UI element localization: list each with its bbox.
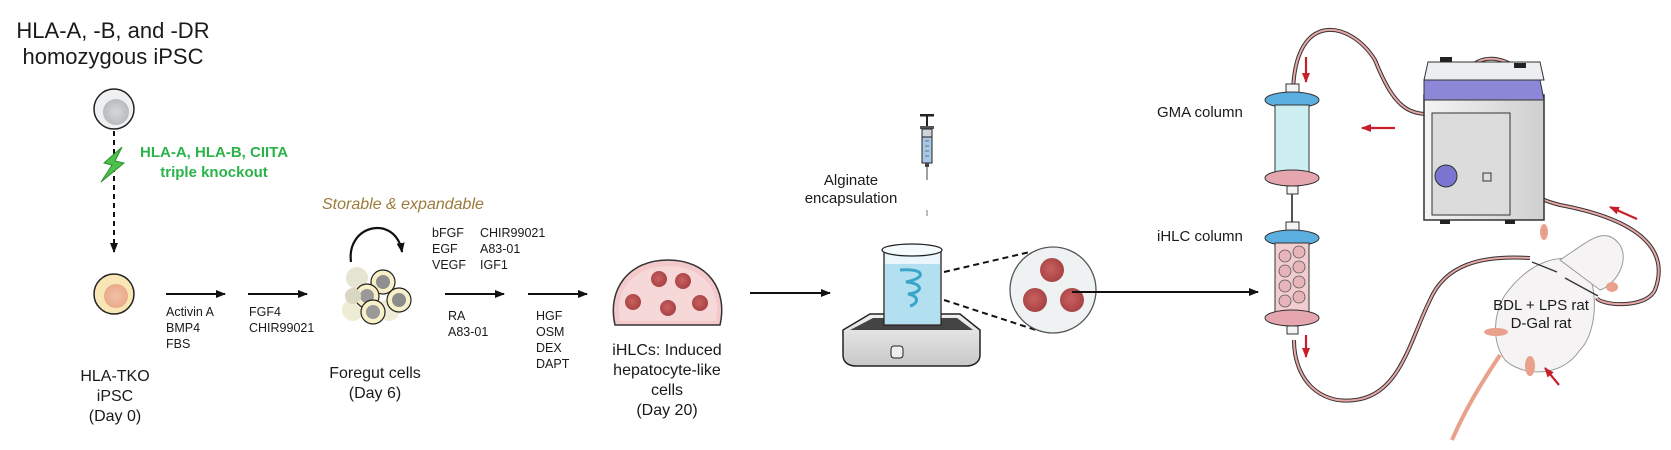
stage-tko-ipsc-label: HLA-TKO iPSC (Day 0) xyxy=(80,367,149,427)
factor: CHIR99021 xyxy=(249,321,315,335)
factor: CHIR99021 xyxy=(480,226,546,240)
expansion-factors-col-2: CHIR99021 A83-01 IGF1 xyxy=(480,225,545,273)
gma-column-label: GMA column xyxy=(1157,104,1243,121)
knockout-label: HLA-A, HLA-B, CIITA triple knockout xyxy=(140,143,288,183)
stage-foregut-line-2: (Day 6) xyxy=(348,385,402,402)
stage-tko-line-2: iPSC xyxy=(96,388,134,405)
zoom-line-bottom xyxy=(943,299,1037,331)
factor: BMP4 xyxy=(166,321,201,335)
expansion-factors-col-1: bFGF EGF VEGF xyxy=(432,225,466,273)
stage-tko-line-3: (Day 0) xyxy=(88,408,142,425)
step-2-factors: FGF4 CHIR99021 xyxy=(249,304,314,336)
rat-model-label: BDL + LPS rat D-Gal rat xyxy=(1493,297,1589,333)
storable-expandable-note: Storable & expandable xyxy=(322,196,484,213)
factor: RA xyxy=(448,309,466,323)
syringe-icon xyxy=(920,114,934,216)
knockout-label-line-2: triple knockout xyxy=(160,164,268,181)
stage-foregut-line-1: Foregut cells xyxy=(329,365,421,382)
rat-icon xyxy=(1450,224,1624,441)
page-title: HLA-A, -B, and -DR homozygous iPSC xyxy=(16,18,209,70)
peristaltic-pump-icon xyxy=(1423,57,1545,224)
title-line-2: homozygous iPSC xyxy=(22,44,204,69)
tko-ipsc-cell-icon xyxy=(93,273,135,315)
lightning-bolt-icon xyxy=(100,146,126,183)
self-renewal-arrow-icon xyxy=(349,226,405,263)
ihlc-column-label: iHLC column xyxy=(1157,228,1243,245)
rat-model-line-2: D-Gal rat xyxy=(1510,315,1572,332)
ihlc-dish-icon xyxy=(612,259,723,326)
beaker-icon xyxy=(881,243,943,326)
stage-foregut-label: Foregut cells (Day 6) xyxy=(329,364,421,404)
factor: A83-01 xyxy=(448,325,489,339)
factor: VEGF xyxy=(432,258,467,272)
stage-ihlc-line-3: cells xyxy=(650,382,684,399)
factor: OSM xyxy=(536,325,565,339)
flow-direction-arrows xyxy=(1302,57,1638,386)
stage-ihlc-line-4: (Day 20) xyxy=(636,402,698,419)
stage-ihlc-line-1: iHLCs: Induced xyxy=(612,342,722,359)
encapsulation-line-2: encapsulation xyxy=(804,190,898,207)
title-line-1: HLA-A, -B, and -DR xyxy=(16,18,210,43)
zoom-line-top xyxy=(943,251,1031,273)
factor: bFGF xyxy=(432,226,464,240)
gma-column-icon xyxy=(1264,83,1320,222)
factor: Activin A xyxy=(166,305,214,319)
stage-tko-line-1: HLA-TKO xyxy=(80,368,150,385)
ihlc-column-icon xyxy=(1264,221,1320,335)
rat-model-line-1: BDL + LPS rat xyxy=(1493,297,1589,314)
encapsulated-ihlc-magnified-icon xyxy=(1009,246,1097,334)
encapsulation-line-1: Alginate xyxy=(823,172,879,189)
factor: A83-01 xyxy=(480,242,521,256)
factor: FBS xyxy=(166,337,191,351)
stage-ihlc-line-2: hepatocyte-like xyxy=(613,362,721,379)
stir-plate-icon xyxy=(842,313,981,367)
step-4-factors: HGF OSM DEX DAPT xyxy=(536,308,569,372)
factor: IGF1 xyxy=(480,258,508,272)
foregut-cell-cluster-icon xyxy=(342,267,412,325)
factor: HGF xyxy=(536,309,563,323)
step-3-factors: RA A83-01 xyxy=(448,308,488,340)
factor: FGF4 xyxy=(249,305,281,319)
factor: EGF xyxy=(432,242,458,256)
knockout-label-line-1: HLA-A, HLA-B, CIITA xyxy=(140,144,289,161)
step-1-factors: Activin A BMP4 FBS xyxy=(166,304,214,352)
factor: DEX xyxy=(536,341,562,355)
stage-ihlc-label: iHLCs: Induced hepatocyte-like cells (Da… xyxy=(612,341,721,421)
factor: DAPT xyxy=(536,357,570,371)
parent-ipsc-cell-icon xyxy=(93,88,135,130)
alginate-encapsulation-label: Alginate encapsulation xyxy=(805,172,898,208)
